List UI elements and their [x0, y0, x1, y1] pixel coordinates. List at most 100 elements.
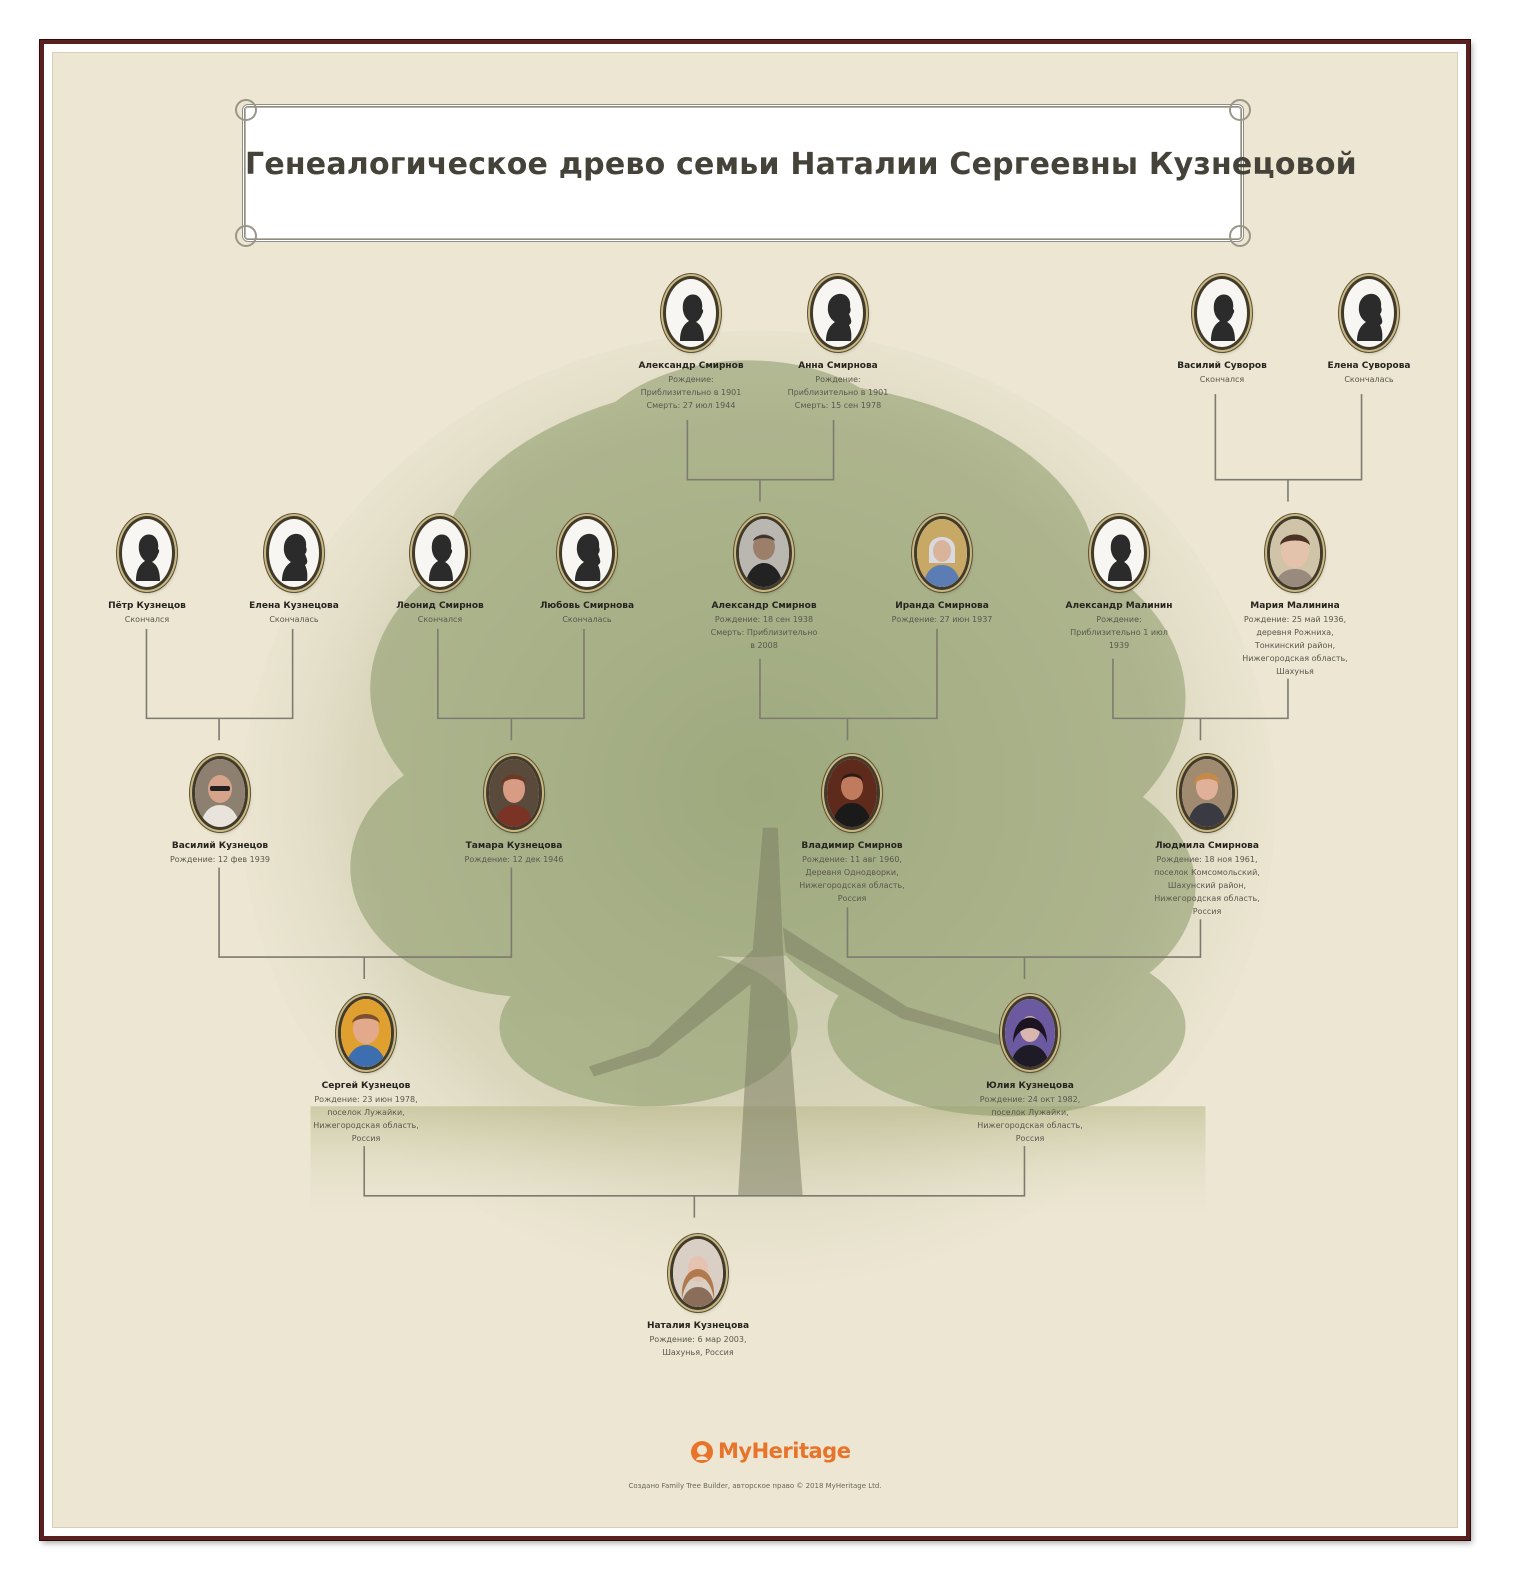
person-detail: Скончался — [124, 615, 170, 624]
person-card[interactable]: Любовь Смирнова Скончалась — [522, 516, 652, 626]
person-card[interactable]: Александр Смирнов Рождение: Приблизитель… — [626, 276, 756, 412]
person-name: Леонид Смирнов — [396, 601, 484, 611]
title-banner: Генеалогическое древо семьи Наталии Серг… — [235, 99, 1357, 247]
person-detail: Россия — [1192, 907, 1222, 916]
person-photo — [1267, 516, 1323, 590]
person-detail: Рождение: 12 дек 1946 — [464, 855, 564, 864]
person-photo — [1002, 996, 1058, 1070]
person-name: Тамара Кузнецова — [465, 841, 563, 851]
myheritage-logo[interactable]: MyHeritage — [690, 1437, 851, 1467]
page-title: Генеалогическое древо семьи Наталии Серг… — [245, 147, 1357, 182]
person-name: Василий Суворов — [1177, 361, 1267, 371]
person-detail: в 2008 — [750, 641, 778, 650]
person-card[interactable]: Александр Малинин Рождение: Приблизитель… — [1054, 516, 1184, 652]
person-detail: Нижегородская область, — [799, 881, 905, 890]
person-detail: Рождение: 11 авг 1960, — [802, 855, 902, 864]
banner-scroll-ornament — [1229, 225, 1251, 247]
person-name: Александр Смирнов — [711, 601, 817, 611]
person-detail: Рождение: — [668, 375, 714, 384]
person-detail: поселок Лужайки, — [991, 1108, 1069, 1117]
person-detail: Приблизительно в 1901 — [640, 388, 742, 397]
person-detail: Скончалась — [562, 615, 612, 624]
person-name: Елена Суворова — [1327, 361, 1411, 371]
connector-line — [1214, 394, 1363, 481]
person-detail: Россия — [351, 1134, 381, 1143]
person-detail: Скончалась — [269, 615, 319, 624]
person-detail: Рождение: 12 фев 1939 — [169, 855, 271, 864]
person-detail: Рождение: 27 июн 1937 — [891, 615, 993, 624]
person-card[interactable]: Леонид Смирнов Скончался — [375, 516, 505, 626]
connector-line — [437, 628, 585, 720]
person-card[interactable]: Александр Смирнов Рождение: 18 сен 1938 … — [699, 516, 829, 652]
myheritage-logo-icon — [691, 1441, 713, 1463]
tree-connectors — [145, 394, 1363, 1218]
person-photo — [1179, 756, 1235, 830]
person-card[interactable]: Елена Суворова Скончалась — [1304, 276, 1434, 386]
person-card[interactable]: Василий Кузнецов Рождение: 12 фев 1939 — [155, 756, 285, 866]
female-silhouette-icon — [559, 516, 615, 590]
chart-frame: Генеалогическое древо семьи Наталии Серг… — [40, 40, 1470, 1540]
person-card[interactable]: Елена Кузнецова Скончалась — [229, 516, 359, 626]
banner-scroll-ornament — [235, 225, 257, 247]
person-photo — [670, 1236, 726, 1310]
person-name: Людмила Смирнова — [1155, 841, 1259, 851]
person-photo — [192, 756, 248, 830]
male-silhouette-icon — [1091, 516, 1147, 590]
chart-paper: Генеалогическое древо семьи Наталии Серг… — [52, 52, 1458, 1528]
person-detail: Шахунья, Россия — [662, 1348, 734, 1357]
person-detail: Шахунья — [1276, 667, 1314, 676]
person-photo — [338, 996, 394, 1070]
male-silhouette-icon — [663, 276, 719, 350]
person-card[interactable]: Мария Малинина Рождение: 25 май 1936, де… — [1230, 516, 1360, 678]
person-card[interactable]: Юлия Кузнецова Рождение: 24 окт 1982, по… — [965, 996, 1095, 1145]
person-photo — [824, 756, 880, 830]
person-name: Александр Смирнов — [638, 361, 744, 371]
person-card[interactable]: Иранда Смирнова Рождение: 27 июн 1937 — [877, 516, 1007, 626]
person-detail: Приблизительно 1 июл — [1070, 628, 1168, 637]
person-card[interactable]: Сергей Кузнецов Рождение: 23 июн 1978, п… — [301, 996, 431, 1145]
person-detail: Шахунский район, — [1167, 881, 1247, 890]
person-name: Мария Малинина — [1250, 601, 1340, 611]
female-silhouette-icon — [1341, 276, 1397, 350]
person-detail: Приблизительно в 1901 — [787, 388, 889, 397]
person-detail: Тонкинский район, — [1254, 641, 1336, 650]
person-name: Наталия Кузнецова — [646, 1321, 750, 1331]
person-detail: поселок Комсомольский, — [1154, 868, 1260, 877]
male-silhouette-icon — [412, 516, 468, 590]
person-card[interactable]: Пётр Кузнецов Скончался — [82, 516, 212, 626]
person-photo — [914, 516, 970, 590]
person-name: Иранда Смирнова — [895, 601, 989, 611]
person-detail: Деревня Однодворки, — [805, 868, 899, 877]
female-silhouette-icon — [810, 276, 866, 350]
person-card[interactable]: Людмила Смирнова Рождение: 18 ноя 1961, … — [1142, 756, 1272, 918]
person-detail: Смерть: 27 июл 1944 — [646, 401, 736, 410]
person-detail: Нижегородская область, — [313, 1121, 419, 1130]
person-name: Анна Смирнова — [798, 361, 878, 371]
person-detail: Рождение: 6 мар 2003, — [649, 1335, 747, 1344]
person-name: Любовь Смирнова — [539, 601, 635, 611]
person-detail: Скончался — [1199, 375, 1245, 384]
female-silhouette-icon — [266, 516, 322, 590]
person-card[interactable]: Наталия Кузнецова Рождение: 6 мар 2003, … — [633, 1236, 763, 1359]
person-detail: Смерть: 15 сен 1978 — [794, 401, 882, 410]
person-card[interactable]: Василий Суворов Скончался — [1157, 276, 1287, 386]
logo-text: MyHeritage — [718, 1439, 851, 1463]
banner-scroll-ornament — [1229, 99, 1251, 121]
person-card[interactable]: Владимир Смирнов Рождение: 11 авг 1960, … — [787, 756, 917, 905]
person-detail: поселок Лужайки, — [327, 1108, 405, 1117]
person-detail: Рождение: 25 май 1936, — [1243, 615, 1347, 624]
connector-line — [218, 867, 513, 958]
person-detail: Россия — [1015, 1134, 1045, 1143]
banner-scroll-ornament — [235, 99, 257, 121]
connector-line — [145, 628, 294, 720]
person-name: Александр Малинин — [1065, 601, 1173, 611]
person-detail: Смерть: Приблизительно — [710, 628, 818, 637]
person-detail: Рождение: — [1096, 615, 1142, 624]
person-detail: Скончался — [417, 615, 463, 624]
person-card[interactable]: Анна Смирнова Рождение: Приблизительно в… — [773, 276, 903, 412]
person-detail: Рождение: 23 июн 1978, — [314, 1095, 418, 1104]
person-detail: Рождение: — [815, 375, 861, 384]
person-card[interactable]: Тамара Кузнецова Рождение: 12 дек 1946 — [449, 756, 579, 866]
male-silhouette-icon — [119, 516, 175, 590]
person-name: Василий Кузнецов — [171, 841, 269, 851]
